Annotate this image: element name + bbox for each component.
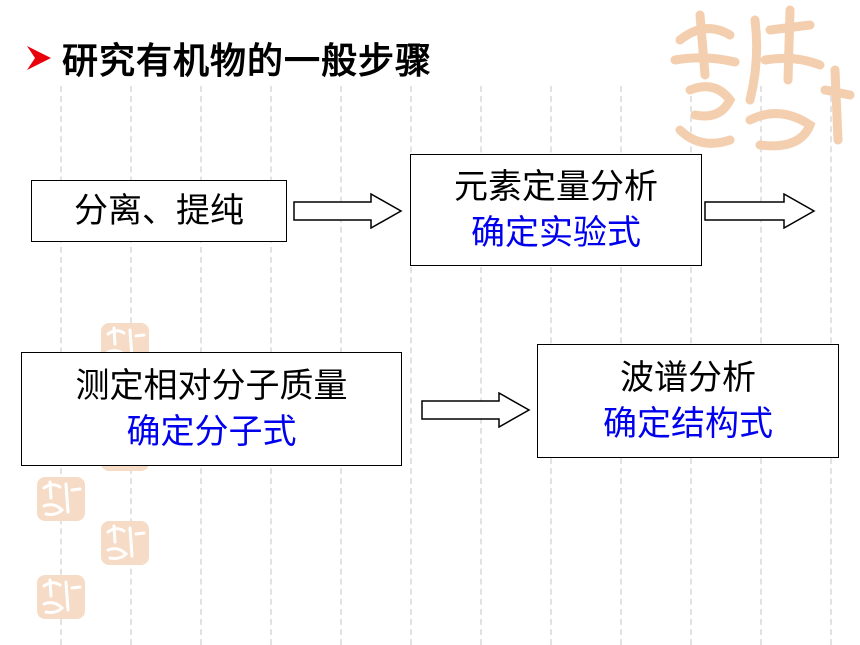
auspicious-seal-icon (37, 477, 85, 521)
step-box-separation: 分离、提纯 (31, 180, 287, 242)
flow-arrow-icon (421, 392, 531, 428)
flow-arrow-icon (704, 193, 816, 229)
step-box-molecular-mass: 测定相对分子质量 确定分子式 (21, 352, 402, 466)
slide-title: 研究有机物的一般步骤 (24, 30, 432, 86)
title-text: 研究有机物的一般步骤 (62, 41, 433, 82)
step-label: 波谱分析 (620, 358, 756, 398)
step-result: 确定实验式 (471, 213, 641, 253)
step-result: 确定分子式 (126, 412, 297, 452)
step-result: 确定结构式 (603, 404, 773, 444)
guide-line (410, 86, 412, 645)
step-label: 分离、提纯 (74, 191, 244, 231)
auspicious-seal-icon (670, 5, 855, 151)
step-box-elemental-analysis: 元素定量分析 确定实验式 (410, 154, 702, 266)
step-box-spectral-analysis: 波谱分析 确定结构式 (537, 344, 839, 458)
guide-line (480, 86, 482, 645)
arrow-bullet-icon (27, 46, 51, 70)
auspicious-seal-icon (101, 521, 149, 565)
auspicious-seal-icon (37, 575, 85, 619)
step-label: 测定相对分子质量 (75, 366, 348, 406)
step-label: 元素定量分析 (454, 167, 658, 207)
flow-arrow-icon (293, 193, 403, 229)
